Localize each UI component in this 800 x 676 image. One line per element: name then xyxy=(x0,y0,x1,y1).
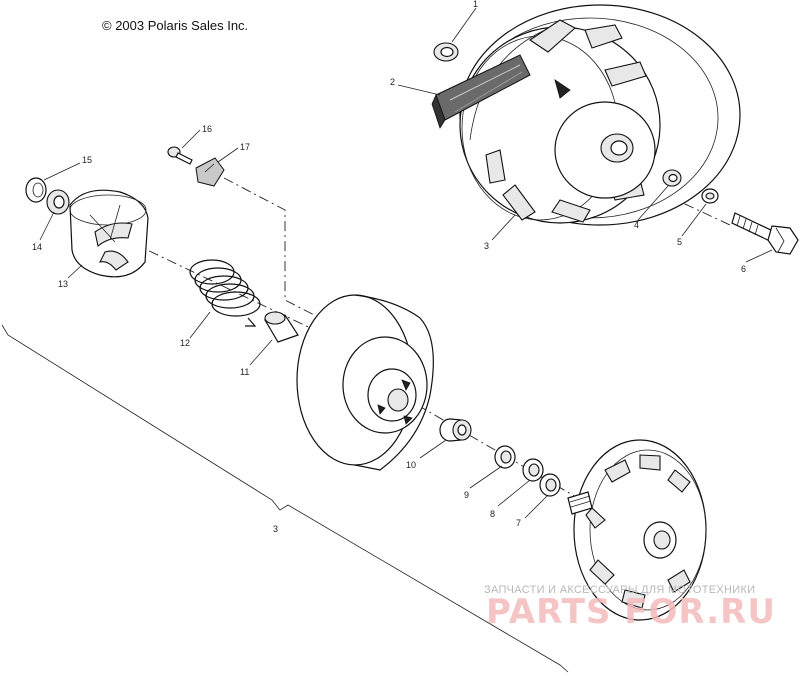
callout-17: 17 xyxy=(240,142,250,152)
callout-14: 14 xyxy=(32,242,42,252)
callout-6: 6 xyxy=(741,264,746,274)
callout-5: 5 xyxy=(677,237,682,247)
axis-line-lower xyxy=(399,394,591,506)
washer-part-9 xyxy=(494,445,516,469)
bushing-part-11 xyxy=(264,311,299,343)
callout-15: 15 xyxy=(82,155,92,165)
callout-7: 7 xyxy=(516,518,521,528)
copyright-notice: © 2003 Polaris Sales Inc. xyxy=(102,18,249,33)
callout-3-upper: 3 xyxy=(484,241,489,251)
washer-part-7 xyxy=(539,473,561,497)
leader-lines xyxy=(39,7,773,519)
callout-3-lower: 3 xyxy=(273,524,278,534)
callout-9: 9 xyxy=(464,490,469,500)
watermark-subtitle: ЗАПЧАСТИ И АКСЕССУАРЫ ДЛЯ МОТОТЕХНИКИ xyxy=(484,584,756,596)
stationary-sheave-center xyxy=(296,294,434,471)
callout-13: 13 xyxy=(58,279,68,289)
callout-12: 12 xyxy=(180,338,190,348)
washer-part-8 xyxy=(522,458,544,482)
clutch-assembly-lower xyxy=(567,439,707,621)
washer-part-4 xyxy=(662,169,682,187)
shoe-part-17 xyxy=(195,157,225,187)
washer-part-14 xyxy=(46,189,70,215)
retaining-ring-part-15 xyxy=(25,177,47,203)
screw-part-16 xyxy=(167,146,193,165)
axis-line-fastener xyxy=(223,177,321,319)
lock-washer-part-5 xyxy=(701,188,719,204)
spring-part-12 xyxy=(189,259,261,327)
callout-11: 11 xyxy=(240,367,249,377)
callout-1: 1 xyxy=(473,0,478,9)
callout-16: 16 xyxy=(202,124,212,134)
spider-cam-part-13 xyxy=(69,189,149,278)
callout-2: 2 xyxy=(390,77,395,87)
callout-8: 8 xyxy=(490,509,495,519)
washer-part-1 xyxy=(433,42,459,62)
callout-labels: 1 2 3 4 5 6 7 8 9 10 11 12 13 14 15 16 1… xyxy=(32,0,746,534)
drive-belt xyxy=(431,54,531,129)
callout-10: 10 xyxy=(406,460,416,470)
bushing-part-10 xyxy=(439,418,472,442)
watermark-brand: PARTS FOR.RU xyxy=(486,592,776,632)
bolt-part-6 xyxy=(731,212,799,255)
assembly-bracket xyxy=(1,324,569,673)
driven-sheave-upper xyxy=(459,4,741,226)
callout-4: 4 xyxy=(634,220,639,230)
